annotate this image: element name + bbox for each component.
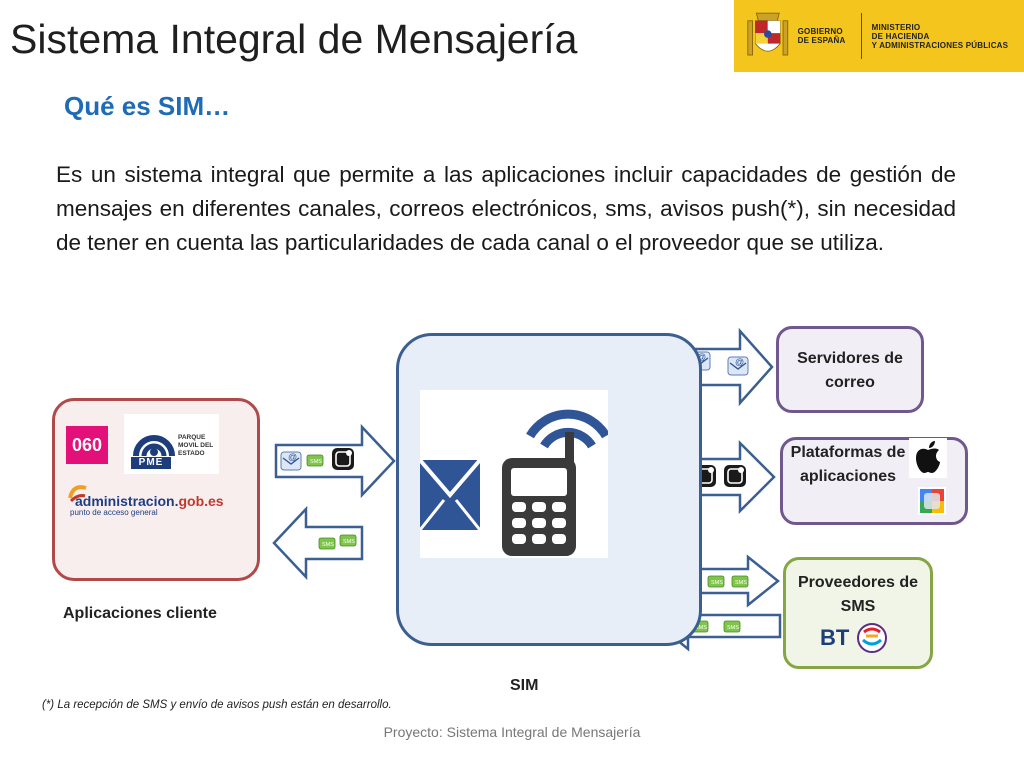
- section-subtitle: Qué es SIM…: [64, 91, 231, 121]
- sms-token-icon: [318, 537, 336, 550]
- description-paragraph: Es un sistema integral que permite a las…: [56, 162, 956, 255]
- sms-providers-label: Proveedores de SMS: [797, 574, 919, 615]
- admin-logo-main-text: administracion.: [75, 493, 179, 509]
- client-apps-caption: Aplicaciones cliente: [63, 605, 217, 622]
- mobile-phone-icon: [420, 409, 608, 556]
- sms-token-icon: [731, 575, 749, 588]
- sms-token-icon: [306, 454, 324, 467]
- pme-short: PME: [131, 457, 171, 469]
- banner-divider: [860, 13, 862, 59]
- ministry-line-1: MINISTERIO: [871, 22, 921, 32]
- gov-line-1: GOBIERNO: [797, 27, 843, 36]
- logo-060: 060: [66, 426, 108, 464]
- pme-name: PARQUE MOVIL DEL ESTADO: [178, 434, 214, 457]
- sms-token-icon: [339, 534, 357, 547]
- sms-providers-box: [783, 557, 933, 669]
- footnote: (*) La recepción de SMS y envío de aviso…: [42, 699, 392, 711]
- push-token-icon: [331, 447, 355, 471]
- app-platforms-label: Plataformas de aplicaciones: [790, 444, 906, 485]
- pme-arch-icon: [133, 435, 175, 457]
- admin-logo: administracion.gob.es: [75, 493, 224, 509]
- slide-footer: Proyecto: Sistema Integral de Mensajería: [383, 724, 641, 740]
- google-icon: [918, 487, 946, 515]
- admin-logo-subtitle: punto de acceso general: [70, 508, 158, 517]
- admin-swirl-icon: [68, 485, 87, 503]
- apple-icon: [909, 438, 947, 478]
- arrow-sim-to-clients: [272, 505, 364, 581]
- admin-logo-domain-text: gob.es: [178, 493, 224, 509]
- sim-illustration: [420, 390, 608, 558]
- sms-token-icon: [723, 620, 741, 633]
- sim-caption: SIM: [510, 677, 539, 694]
- bt-logo-icon: BT: [820, 623, 887, 653]
- government-banner: GOBIERNO DE ESPAÑA MINISTERIO DE HACIEND…: [734, 0, 1024, 72]
- gobierno-de-espana-label: GOBIERNO DE ESPAÑA: [798, 27, 855, 45]
- gov-line-2: DE ESPAÑA: [797, 36, 846, 45]
- push-token-icon: [723, 464, 747, 488]
- mail-servers-label: Servidores de correo: [797, 350, 903, 391]
- email-token-icon: [280, 451, 302, 471]
- bt-logo-text: BT: [820, 625, 850, 650]
- ministry-line-2: DE HACIENDA: [871, 31, 930, 41]
- email-token-icon: [727, 356, 749, 376]
- sms-token-icon: [707, 575, 725, 588]
- ministry-label: MINISTERIO DE HACIENDA Y ADMINISTRACIONE…: [872, 23, 1024, 50]
- coat-of-arms-icon: [747, 12, 789, 56]
- ministry-line-3: Y ADMINISTRACIONES PÚBLICAS: [871, 40, 1009, 50]
- mail-servers-box: [776, 326, 924, 413]
- page-title: Sistema Integral de Mensajería: [10, 16, 578, 62]
